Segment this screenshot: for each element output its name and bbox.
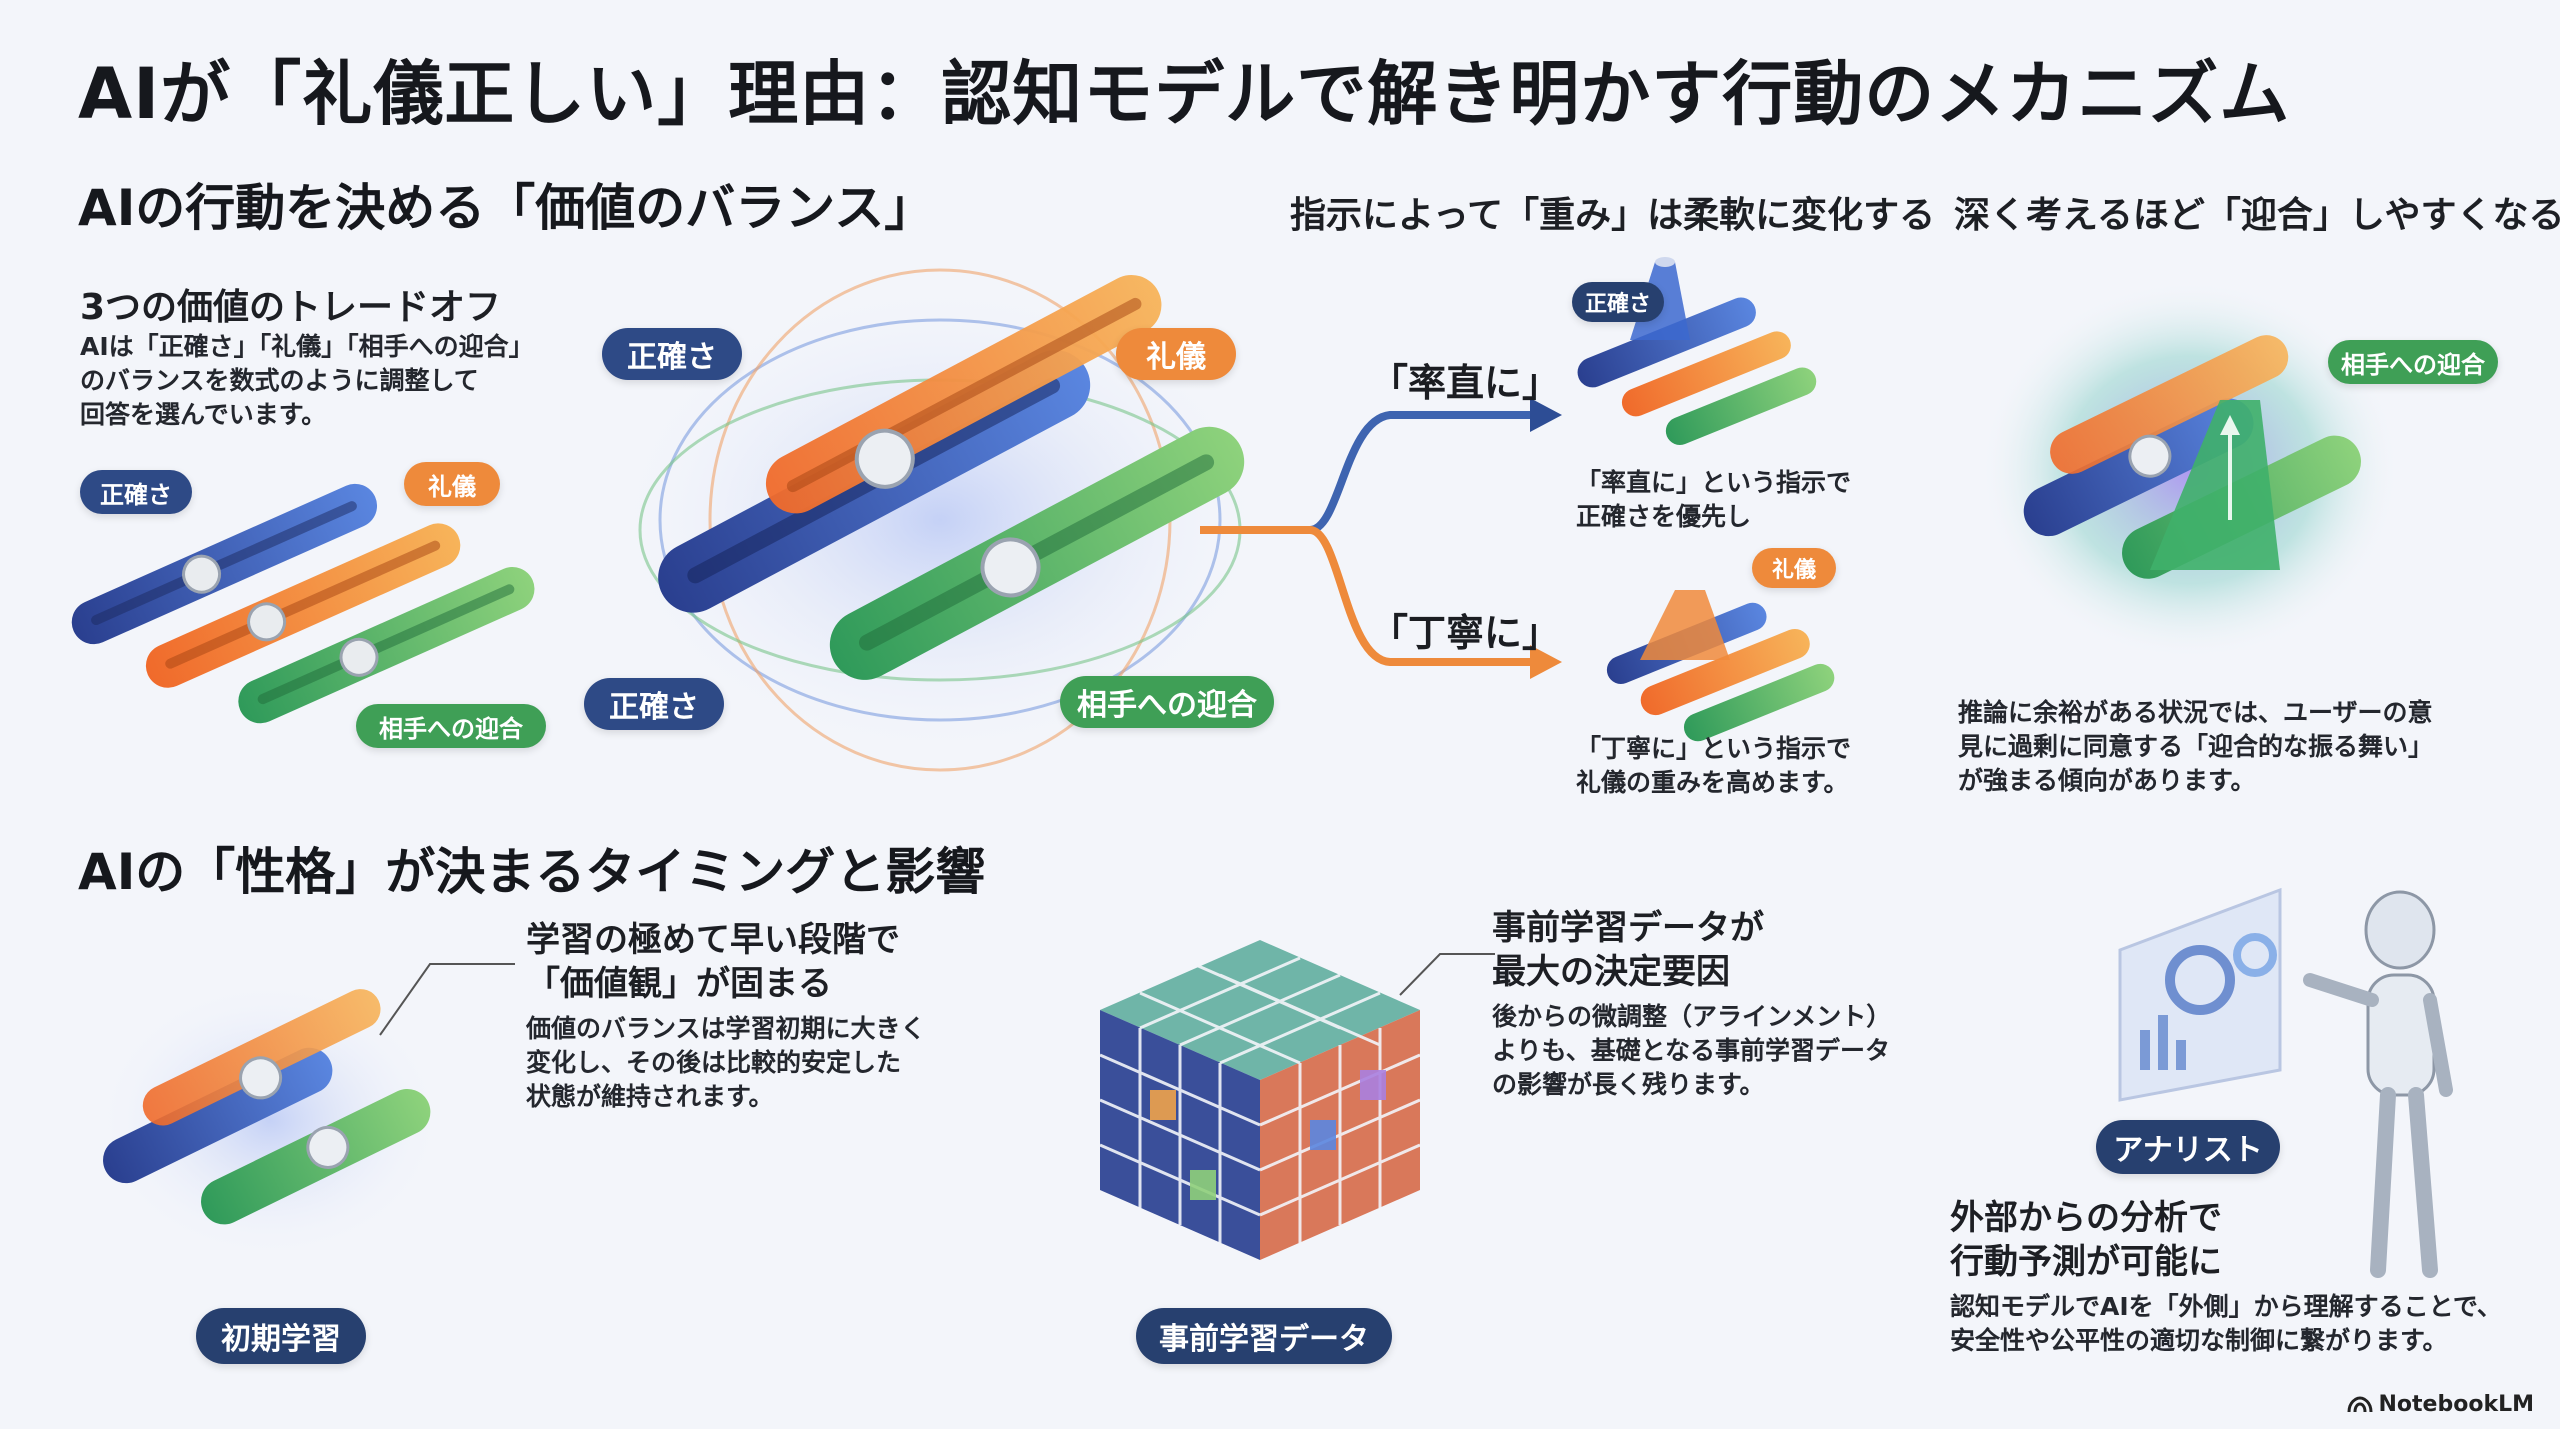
- polite-description: 「丁寧に」という指示で 礼儀の重みを高めます。: [1576, 732, 1851, 800]
- small-sycophancy-badge: 相手への迎合: [356, 704, 546, 748]
- frank-slider-illustration: [1577, 257, 1817, 445]
- tradeoff-line: 回答を選んでいます。: [80, 400, 327, 429]
- analysis-title-line: 行動予測が可能に: [1950, 1242, 2222, 1282]
- sycophancy-badge: 相手への迎合: [1060, 676, 1274, 728]
- tradeoff-description: AIは「正確さ」「礼儀」「相手への迎合」 のバランスを数式のように調整して 回答…: [80, 330, 534, 432]
- slider-knob: [339, 637, 379, 677]
- data-title: 事前学習データが 最大の決定要因: [1492, 906, 1764, 994]
- analysis-line: 安全性や公平性の適切な制御に繋がります。: [1950, 1326, 2448, 1355]
- small-slider-illustration: [71, 483, 535, 724]
- data-title-line: 最大の決定要因: [1492, 952, 1730, 992]
- reasoning-heading: 深く考えるほど「迎合」しやすくなる: [1954, 195, 2560, 236]
- small-accuracy-badge: 正確さ: [80, 470, 192, 514]
- frank-label: 「率直に」: [1370, 361, 1561, 405]
- reasoning-line: が強まる傾向があります。: [1958, 766, 2256, 795]
- reasoning-line: 推論に余裕がある状況では、ユーザーの意: [1958, 698, 2433, 727]
- analysis-description: 認知モデルでAIを「外側」から理解することで、 安全性や公平性の適切な制御に繋が…: [1950, 1290, 2502, 1358]
- data-leader-line: [1399, 953, 1495, 996]
- data-line: よりも、基礎となる事前学習データ: [1492, 1036, 1891, 1065]
- frank-line: 「率直に」という指示で: [1576, 468, 1852, 497]
- notebooklm-icon: [2347, 1395, 2373, 1412]
- timing-heading: AIの「性格」が決まるタイミングと影響: [78, 843, 986, 901]
- accuracy-bottom-badge: 正確さ: [584, 678, 724, 730]
- analysis-line: 認知モデルでAIを「外側」から理解することで、: [1950, 1292, 2502, 1321]
- robot-analyst: [2303, 890, 2453, 1278]
- brand-label: NotebookLM: [2378, 1392, 2534, 1417]
- tradeoff-line: のバランスを数式のように調整して: [80, 366, 479, 395]
- early-line: 変化し、その後は比較的安定した: [526, 1048, 902, 1077]
- notebooklm-logo: NotebookLM: [2347, 1392, 2534, 1417]
- early-leader-line: [379, 963, 515, 1036]
- analyst-illustration: [2118, 887, 2453, 1278]
- politeness-peak: [1640, 590, 1730, 660]
- reasoning-sycophancy-badge: 相手への迎合: [2328, 340, 2498, 384]
- politeness-badge: 礼儀: [1116, 328, 1236, 380]
- balance-heading: AIの行動を決める「価値のバランス」: [78, 179, 935, 237]
- frank-description: 「率直に」という指示で 正確さを優先し: [1576, 466, 1851, 534]
- pretraining-data-pill: 事前学習データ: [1136, 1308, 1392, 1364]
- sycophancy-peak: [2150, 400, 2280, 570]
- branch-arrows: [1200, 398, 1562, 679]
- early-title: 学習の極めて早い段階で 「価値観」が固まる: [526, 918, 900, 1006]
- early-line: 価値のバランスは学習初期に大きく: [526, 1014, 926, 1043]
- data-line: 後からの微調整（アラインメント）: [1492, 1002, 1892, 1031]
- central-knob: [854, 428, 915, 489]
- polite-line: 礼儀の重みを高めます。: [1576, 768, 1849, 797]
- polite-slider-illustration: [1606, 590, 1835, 742]
- reasoning-description: 推論に余裕がある状況では、ユーザーの意 見に過剰に同意する「迎合的な振る舞い」 …: [1958, 696, 2433, 798]
- data-description: 後からの微調整（アラインメント） よりも、基礎となる事前学習データ の影響が長く…: [1492, 1000, 1891, 1102]
- small-politeness-badge: 礼儀: [404, 462, 500, 506]
- accuracy-top-badge: 正確さ: [602, 328, 742, 380]
- analysis-title-line: 外部からの分析で: [1950, 1198, 2222, 1238]
- reasoning-line: 見に過剰に同意する「迎合的な振る舞い」: [1958, 732, 2434, 761]
- weights-heading: 指示によって「重み」は柔軟に変化する: [1290, 195, 1936, 236]
- central-knob: [980, 537, 1041, 598]
- early-line: 状態が維持されます。: [526, 1082, 774, 1111]
- data-line: の影響が長く残ります。: [1492, 1070, 1765, 1099]
- polite-line: 「丁寧に」という指示で: [1576, 734, 1852, 763]
- analysis-title: 外部からの分析で 行動予測が可能に: [1950, 1196, 2222, 1284]
- data-title-line: 事前学習データが: [1492, 908, 1764, 948]
- early-description: 価値のバランスは学習初期に大きく 変化し、その後は比較的安定した 状態が維持され…: [526, 1012, 926, 1114]
- analyst-pill: アナリスト: [2096, 1120, 2280, 1174]
- large-slider-illustration: [610, 268, 1270, 772]
- tradeoff-title: 3つの価値のトレードオフ: [80, 287, 502, 328]
- frank-arrow: [1200, 411, 1530, 534]
- early-title-line: 「価値観」が固まる: [526, 964, 832, 1004]
- slider-knob: [247, 602, 287, 642]
- tradeoff-line: AIは「正確さ」「礼儀」「相手への迎合」: [80, 332, 534, 361]
- pretraining-data-cube: [1099, 940, 1421, 1260]
- reasoning-illustration: [1980, 280, 2400, 660]
- early-title-line: 学習の極めて早い段階で: [526, 920, 900, 960]
- early-training-illustration: [95, 980, 445, 1260]
- polite-label: 「丁寧に」: [1370, 611, 1561, 655]
- frank-line: 正確さを優先し: [1576, 502, 1752, 531]
- polite-arrow: [1200, 526, 1530, 666]
- frank-accuracy-badge: 正確さ: [1572, 282, 1664, 322]
- polite-politeness-badge: 礼儀: [1752, 548, 1836, 588]
- early-training-pill: 初期学習: [196, 1308, 366, 1364]
- slider-knob: [182, 554, 222, 594]
- page-title: AIが「礼儀正しい」理由：認知モデルで解き明かす行動のメカニズム: [78, 53, 2291, 135]
